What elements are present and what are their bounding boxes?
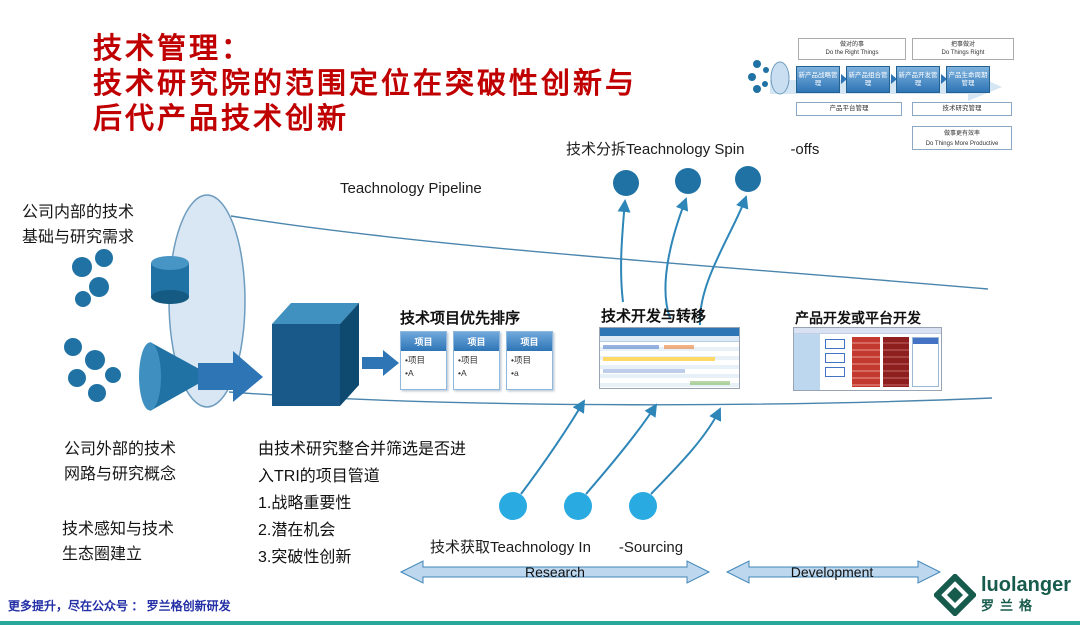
internal-sources-label: 公司内部的技术 基础与研究需求	[22, 204, 135, 246]
thumbnail-red-block	[883, 337, 909, 387]
spin-off-arrows	[617, 195, 749, 326]
research-double-arrow	[399, 560, 711, 584]
product-dev-thumbnail	[793, 327, 942, 391]
card-header: 项目	[454, 332, 499, 351]
group-left-en: Do the Right Things	[825, 50, 879, 56]
thumbnail-box	[825, 367, 845, 377]
mini-chevron-icon	[841, 74, 847, 84]
mini-box-lifecycle: 产品生命周期管理	[946, 66, 990, 93]
mini-box-tech-research: 技术研究管理	[912, 102, 1012, 116]
thumbnail-box	[825, 339, 845, 349]
tech-sensing-label: 技术感知与技术 生态圈建立	[62, 521, 175, 563]
wechat-promo-text: 更多提升，尽在公众号 ： 罗兰格创新研发	[8, 599, 231, 613]
card-body: •项目 •a	[507, 351, 552, 389]
luolanger-logo: luolanger 罗兰格	[934, 574, 1071, 616]
logo-text: luolanger 罗兰格	[981, 574, 1071, 615]
productive-en: Do Things More Productive	[925, 141, 999, 147]
internal-sources-cluster	[72, 249, 189, 307]
priority-card: 项目 •项目 •A	[453, 331, 500, 390]
priority-cards: 项目 •项目 •A 项目 •项目 •A 项目 •项目 •a	[400, 331, 553, 390]
research-axis-label: Research	[525, 564, 585, 580]
productive-cn: 做事更有效率	[943, 131, 980, 137]
card-body: •项目 •A	[454, 351, 499, 389]
card-line: •项目	[458, 355, 478, 365]
group-right-cn: 把事做对	[950, 42, 975, 48]
priority-card: 项目 •项目 •A	[400, 331, 447, 390]
thumbnail-side-panel	[794, 334, 820, 390]
thumbnail-table-rows	[600, 342, 739, 388]
thumbnail-box	[825, 353, 845, 363]
mini-chevron-icon	[891, 74, 897, 84]
card-line: •a	[511, 367, 519, 378]
in-sourcing-suffix: -Sourcing	[618, 539, 684, 556]
priority-ranking-title: 技术项目优先排序	[400, 310, 521, 327]
group-do-right-things: 做对的事 Do the Right Things	[798, 38, 906, 60]
card-header: 项目	[507, 332, 552, 351]
mini-box-portfolio: 新产品组合管理	[846, 66, 890, 93]
group-right-en: Do Things Right	[941, 50, 985, 56]
card-line: •A	[458, 367, 467, 378]
in-sourcing-cn: 技术获取	[430, 539, 491, 556]
development-axis-label: Development	[790, 564, 874, 580]
card-body: •项目 •A	[401, 351, 446, 389]
mini-box-platform: 产品平台管理	[796, 102, 902, 116]
thumbnail-toolbar	[600, 336, 739, 342]
in-sourcing-circles	[499, 492, 657, 520]
in-sourcing-en: Teachnology In	[490, 539, 591, 556]
thumbnail-red-block	[852, 337, 880, 387]
luolanger-diamond-icon	[934, 574, 976, 616]
bottom-accent-strip	[0, 621, 1080, 625]
card-line: •项目	[511, 355, 531, 365]
thumbnail-header-bar	[794, 328, 941, 334]
title-line-2: 技术研究院的范围定位在突破性创新与	[93, 68, 638, 100]
thumbnail-chip	[690, 381, 730, 385]
thumbnail-chip	[603, 345, 659, 349]
mini-box-productive: 做事更有效率 Do Things More Productive	[912, 126, 1012, 150]
thumbnail-column	[912, 337, 939, 387]
thumbnail-chip	[664, 345, 694, 349]
spin-off-label: 技术分拆Teachnology Spin -offs	[566, 138, 819, 159]
dev-transfer-title: 技术开发与转移	[601, 308, 707, 325]
title-line-3: 后代产品技术创新	[93, 103, 350, 135]
title-line-1: 技术管理：	[93, 33, 254, 65]
screening-cube	[272, 303, 359, 406]
spin-off-en: Teachnology Spin	[626, 141, 745, 158]
research-development-axis-arrows	[399, 560, 942, 584]
priority-card: 项目 •项目 •a	[506, 331, 553, 390]
mini-box-strategy: 新产品战略管理	[796, 66, 840, 93]
in-sourcing-arrows	[520, 399, 722, 495]
card-header: 项目	[401, 332, 446, 351]
group-do-things-right: 把事做对 Do Things Right	[912, 38, 1014, 60]
logo-name-cn: 罗兰格	[981, 598, 1039, 613]
spin-off-cn: 技术分拆	[566, 141, 627, 158]
development-double-arrow	[725, 560, 942, 584]
thumbnail-chip	[603, 369, 685, 373]
card-line: •A	[405, 367, 414, 378]
mini-box-development: 新产品开发管理	[896, 66, 940, 93]
ipd-framework-mini-diagram: 做对的事 Do the Right Things 把事做对 Do Things …	[746, 36, 1046, 164]
intake-arrow	[198, 351, 263, 402]
thumbnail-header-bar	[600, 328, 739, 336]
slide-title: 技术管理： 技术研究院的范围定位在突破性创新与 后代产品技术创新	[93, 32, 637, 137]
card-line: •项目	[405, 355, 425, 365]
product-dev-title: 产品开发或平台开发	[795, 310, 921, 326]
mini-chevron-icon	[941, 74, 947, 84]
external-sources-cluster	[64, 338, 212, 411]
logo-name: luolanger	[981, 574, 1072, 596]
group-left-cn: 做对的事	[839, 42, 864, 48]
tri-screening-text: 由技术研究整合并筛选是否进 入TRI的项目管道 1.战略重要性 2.潜在机会 3…	[258, 441, 467, 566]
thumbnail-chip	[603, 357, 715, 361]
spin-off-circles	[613, 166, 761, 196]
external-sources-label: 公司外部的技术 网路与研究概念	[64, 441, 177, 483]
dev-transfer-thumbnail	[599, 327, 740, 389]
pipeline-label: Teachnology Pipeline	[340, 180, 482, 197]
spin-off-suffix: -offs	[790, 141, 820, 158]
cube-to-cards-arrow	[362, 350, 399, 376]
in-sourcing-label: 技术获取Teachnology In -Sourcing	[430, 536, 683, 557]
